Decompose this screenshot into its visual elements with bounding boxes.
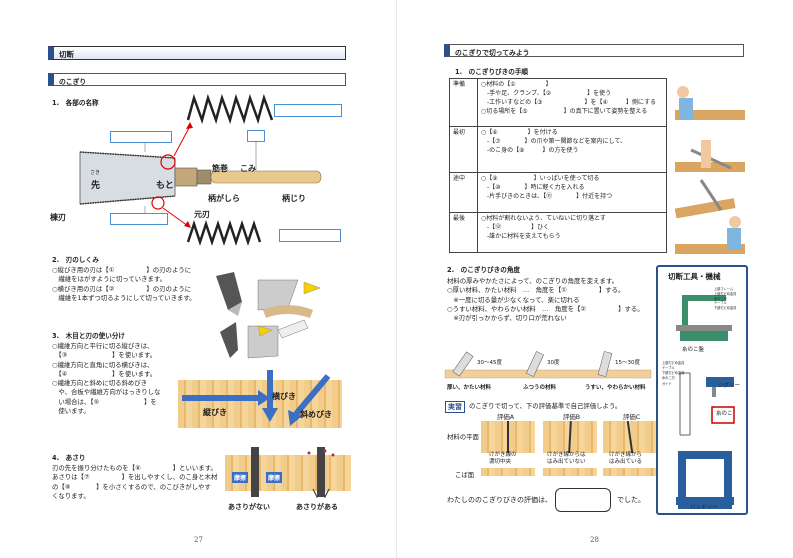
section-title: 切断 xyxy=(48,46,346,60)
heading-procedure: 1. のこぎりびきの手順 xyxy=(455,68,529,76)
step-body: ○材料が割れないよう、ていねいに切り落とす -【⑫ 】ひく -誰かに材料を支えて… xyxy=(477,212,667,253)
page-number-left: 27 xyxy=(194,536,203,544)
grain-text: ○繊維方向と平行に切る縦びきは、 【③ 】を使います。 ○繊維方向と直角に切る横… xyxy=(52,342,161,415)
cut-line-a xyxy=(507,421,509,453)
jissen-text: のこぎりで切って、下の評価基準で自己評価しよう。 xyxy=(469,402,622,410)
label-moto: もと xyxy=(156,181,174,191)
edge-c xyxy=(603,468,657,476)
teeth-illustration xyxy=(216,272,321,359)
tools-panel: 切断工具・機械 糸のこ盤 ジグソー 糸のこ バンドソー 上部フレーム 上部刃どめ… xyxy=(656,265,748,515)
answer-box-top-left[interactable] xyxy=(110,131,172,143)
step-label: 最初 xyxy=(449,126,478,173)
answer-box-bottom-right[interactable] xyxy=(279,229,341,242)
tool-small-labels-2: 上部刃どめ金具 テーブル 下部刃どめ金具 糸のこ刃 ガイド xyxy=(662,361,685,386)
label-asari-ari: あさりがある xyxy=(296,503,338,511)
label-masatsu2: 摩擦 xyxy=(266,472,283,483)
answer-box-top-mid[interactable] xyxy=(247,130,265,142)
result-text-before: わたしののこぎりびきの評価は、 xyxy=(447,496,552,504)
row-label-plane: 材料の平面 xyxy=(447,433,479,441)
tools-panel-title: 切断工具・機械 xyxy=(668,272,721,281)
step-body: ○材料の【① 】 -手や足、クランプ、【② 】を使う -工作いすなどの【③ 】を… xyxy=(477,78,667,127)
heading-asari: 4. あさり xyxy=(52,454,86,462)
teeth-text: ○縦びき用の刃は【① 】の刃のように 繊維をはがすように切っていきます。 ○横び… xyxy=(52,266,196,302)
tool-label-jigsaw: ジグソー xyxy=(718,383,741,389)
label-tatebiki: 縦びき xyxy=(203,408,227,417)
tool-label-bandsaw: バンドソー xyxy=(690,505,718,511)
jissen-badge: 実習 xyxy=(445,401,465,413)
row-label-koba: こば面 xyxy=(455,471,475,479)
answer-box-bottom-left[interactable] xyxy=(110,213,168,225)
grain-arrows xyxy=(182,370,331,426)
tool-small-labels: 上部フレーム 上部刃どめ金具 糸のこ刃 テーブル 下部刃どめ金具 xyxy=(714,287,737,311)
asari-text: 刃の先を振り分けたものを【⑥ 】といいます。 あさりは【⑦ 】を出しやすくし、の… xyxy=(52,464,218,500)
step-body: ○【⑨ 】いっぱいを使って切る -【⑩ 】時に軽く力を入れる -片手びきのときは… xyxy=(477,172,667,213)
label-motoba: 元刃 xyxy=(194,210,210,219)
angle-text: 材料の厚みやかたさによって、のこぎりの角度を変えます。 ○厚い材料、かたい材料 … xyxy=(447,277,644,323)
label-saki-ruby: さき xyxy=(90,170,101,176)
result-text-after: でした。 xyxy=(617,496,645,504)
left-page: 切断 のこぎり 1. 各部の名称 さき 先 もと 筋巻 こみ 柄がしら xyxy=(0,0,396,558)
subsection-title: のこぎり xyxy=(48,73,346,86)
label-yokobiki: 横びき xyxy=(272,392,296,401)
angle-caption-3: うすい、やわらかい材料 xyxy=(585,385,646,391)
heading-grain: 3. 木目と刃の使い分け xyxy=(52,332,126,340)
tools-illustrations xyxy=(676,295,735,509)
result-answer-box[interactable] xyxy=(555,488,611,512)
angle-caption-2: ふつうの材料 xyxy=(523,385,557,391)
angle-caption-1: 厚い、かたい材料 xyxy=(447,385,492,391)
angle-label-2: 30度 xyxy=(547,360,560,366)
rating-b: 評価B xyxy=(563,413,581,421)
page-number-right: 28 xyxy=(590,536,599,544)
procedure-table: 準備 ○材料の【① 】 -手や足、クランプ、【② 】を使う -工作いすなどの【③… xyxy=(449,78,667,253)
criteria-b: けがき線からは はみ出ていない xyxy=(547,452,586,466)
label-nanamebiki: 斜めびき xyxy=(300,410,332,419)
right-page: のこぎりで切ってみよう 1. のこぎりびきの手順 準備 ○材料の【① 】 -手や… xyxy=(397,0,793,558)
asari-diagram xyxy=(251,447,335,499)
tool-label-itonokoban: 糸のこ盤 xyxy=(682,347,705,353)
step-body: ○【⑥ 】を付ける -【⑦ 】の爪や第一関節などを案内にして、 -のこ身の【⑧ … xyxy=(477,126,667,173)
label-masatsu1: 摩擦 xyxy=(232,472,249,483)
label-asari-nashi: あさりがない xyxy=(228,503,270,511)
saw-diagram xyxy=(79,93,322,246)
rating-a: 評価A xyxy=(497,413,515,421)
criteria-a: けがき線の 濃切中央 xyxy=(489,452,517,466)
heading-part-names: 1. 各部の名称 xyxy=(52,99,99,107)
label-sujimaki: 筋巻 xyxy=(212,164,228,173)
label-komi: こみ xyxy=(240,164,256,173)
angle-label-1: 30～45度 xyxy=(477,360,502,366)
angle-label-3: 15～30度 xyxy=(615,360,640,366)
label-saki: 先 xyxy=(91,181,101,191)
tool-label-itonoko: 糸のこ xyxy=(716,411,733,417)
step-label: 最後 xyxy=(449,212,478,253)
heading-angle: 2. のこぎりびきの角度 xyxy=(447,266,521,274)
step-label: 途中 xyxy=(449,172,478,213)
edge-b xyxy=(543,468,597,476)
section-title-right: のこぎりで切ってみよう xyxy=(444,44,744,57)
angle-diagram xyxy=(444,351,652,379)
edge-a xyxy=(481,468,535,476)
criteria-c: けがき線から はみ出ている xyxy=(609,452,643,466)
heading-teeth: 2. 刃のしくみ xyxy=(52,256,99,264)
procedure-illustrations xyxy=(674,86,745,254)
answer-box-top-right[interactable] xyxy=(274,104,342,117)
rating-c: 評価C xyxy=(623,413,641,421)
label-ejiri: 柄じり xyxy=(282,194,306,203)
label-eagashira: 柄がしら xyxy=(208,194,240,203)
step-label: 準備 xyxy=(449,78,478,127)
label-munaba: 棟刃 xyxy=(50,213,66,222)
